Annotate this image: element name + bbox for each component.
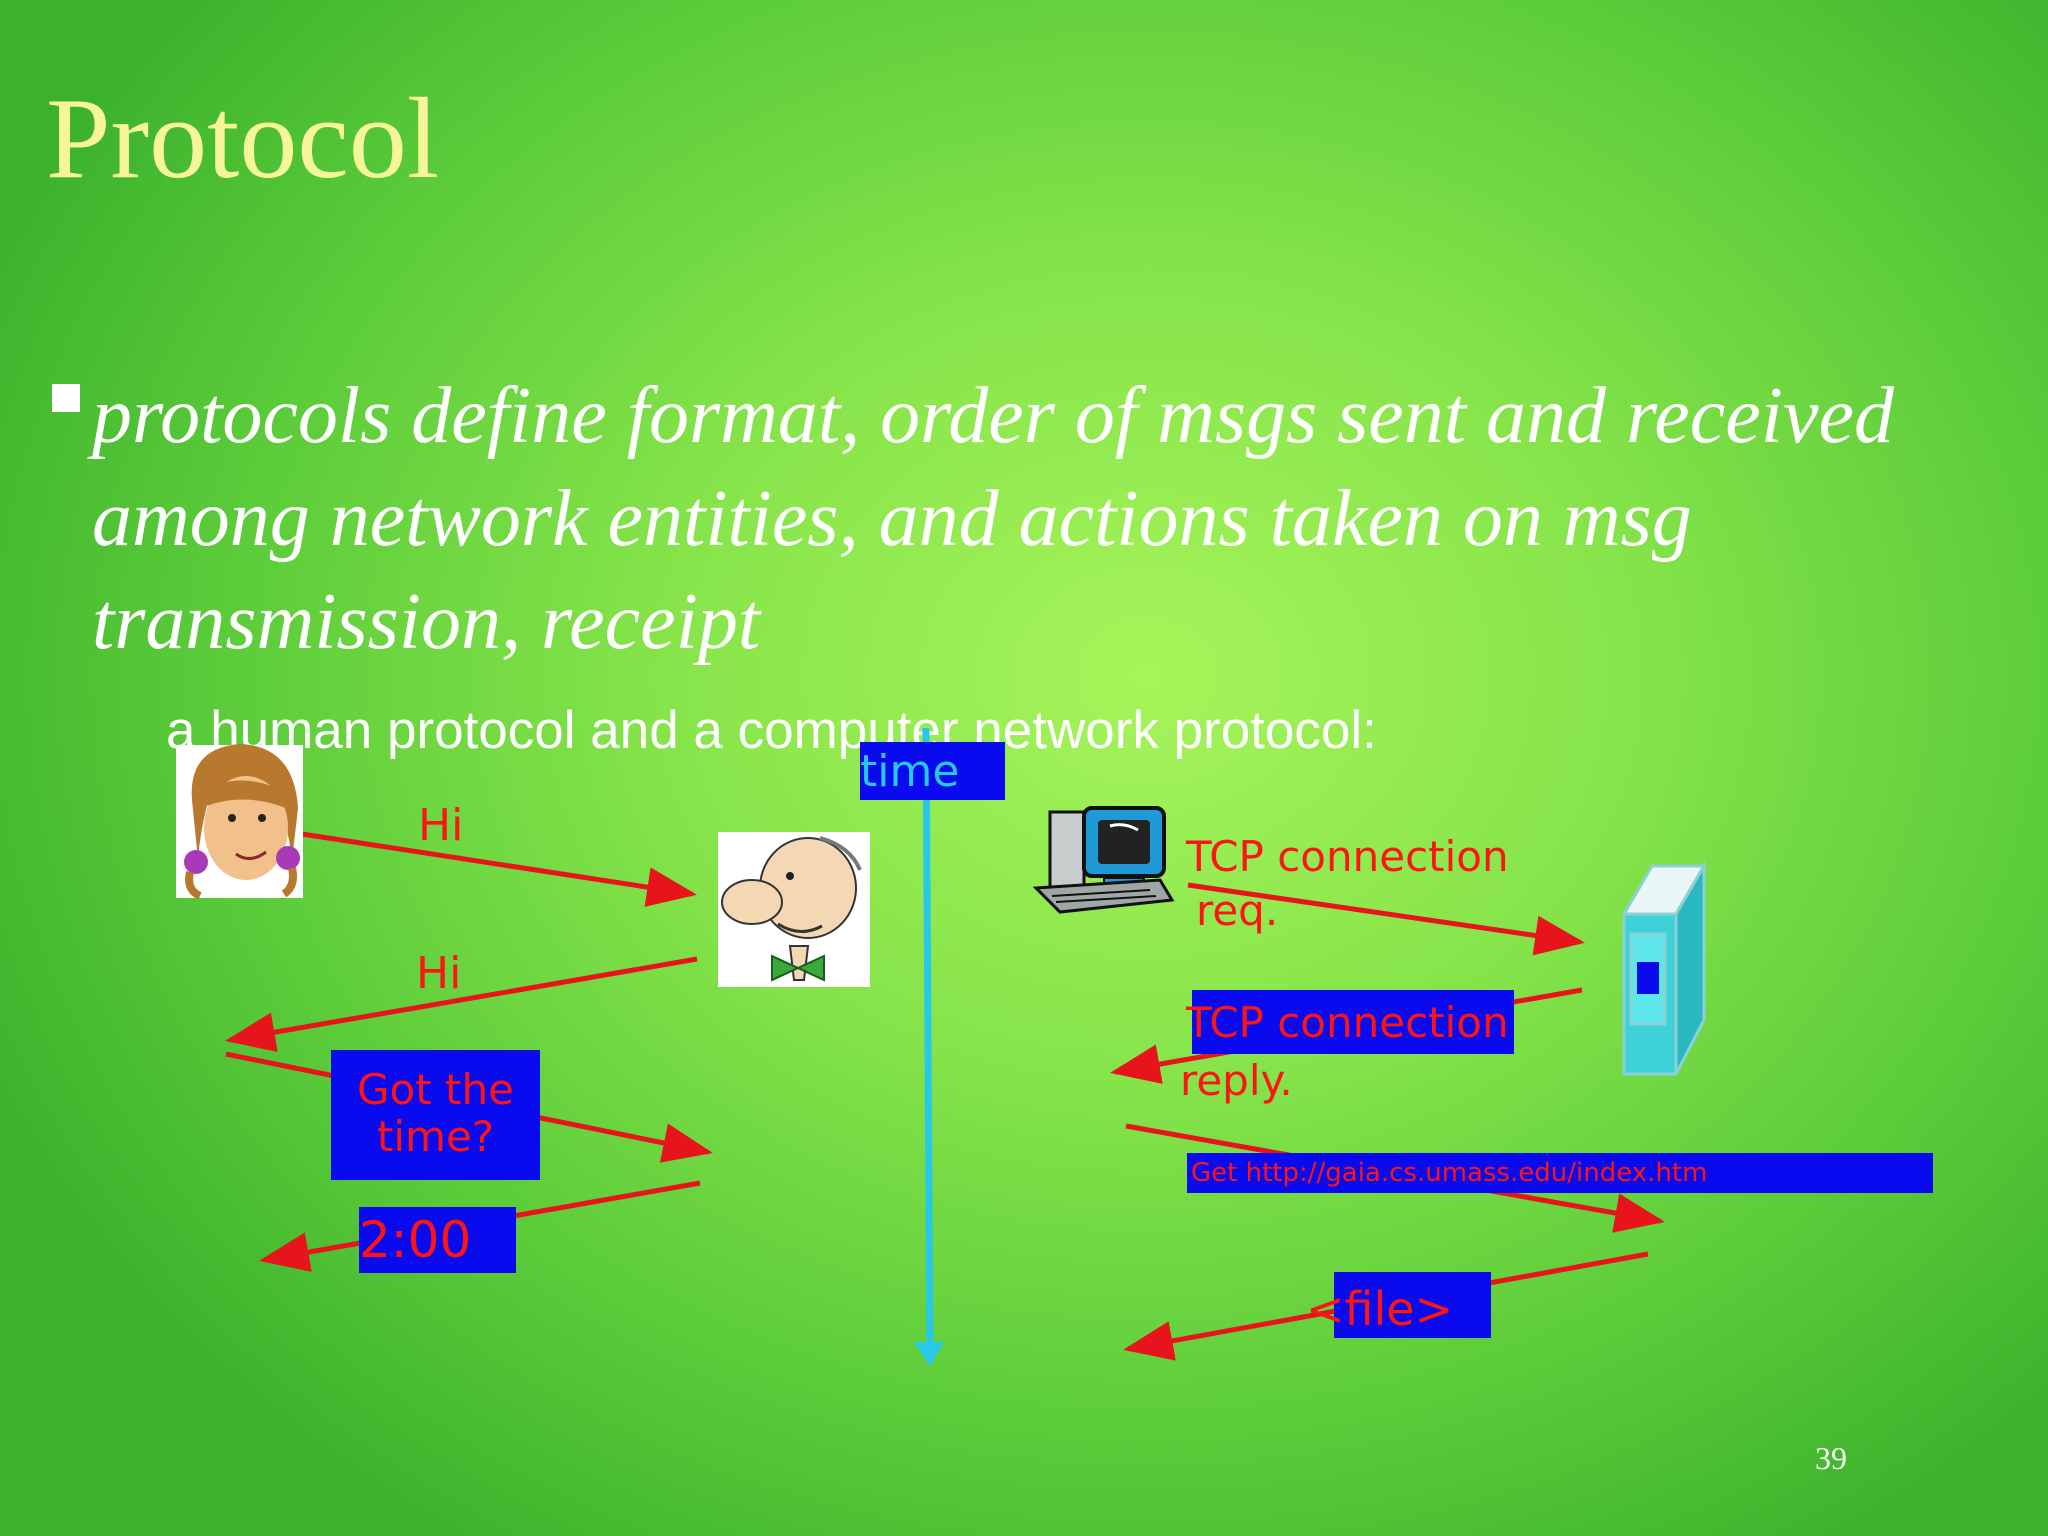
timeline-label: time <box>860 746 959 797</box>
get-request-label: Get http://gaia.cs.umass.edu/index.htm <box>1191 1158 1707 1188</box>
file-label: <file> <box>1306 1282 1453 1336</box>
tcp-request-label-line1: TCP connection <box>1186 832 1509 881</box>
arrow-hi-to-woman <box>230 959 697 1040</box>
get-request-box: Get http://gaia.cs.umass.edu/index.htm <box>1187 1153 1933 1193</box>
tcp-reply-label-line2: reply. <box>1180 1056 1293 1105</box>
two-oclock-label: 2:00 <box>359 1211 471 1269</box>
tcp-reply-label-line1: TCP connection <box>1186 998 1509 1047</box>
two-oclock-box: 2:00 <box>359 1207 516 1273</box>
timeline-label-box: time <box>860 742 1005 800</box>
got-the-time-label: Got the time? <box>357 1065 514 1161</box>
man-face-icon <box>718 832 870 987</box>
arrow-hi-to-man <box>302 834 692 894</box>
timeline-arrowhead <box>914 1342 944 1366</box>
timeline-axis <box>926 728 930 1362</box>
computer-icon <box>1036 808 1172 912</box>
tcp-request-label-line2: req. <box>1196 886 1278 935</box>
woman-face-icon <box>176 744 303 898</box>
page-number: 39 <box>1815 1440 1847 1477</box>
hi-label-2: Hi <box>416 948 461 999</box>
hi-label-1: Hi <box>418 800 463 851</box>
got-the-time-box: Got the time? <box>331 1050 540 1180</box>
server-icon <box>1624 866 1704 1074</box>
